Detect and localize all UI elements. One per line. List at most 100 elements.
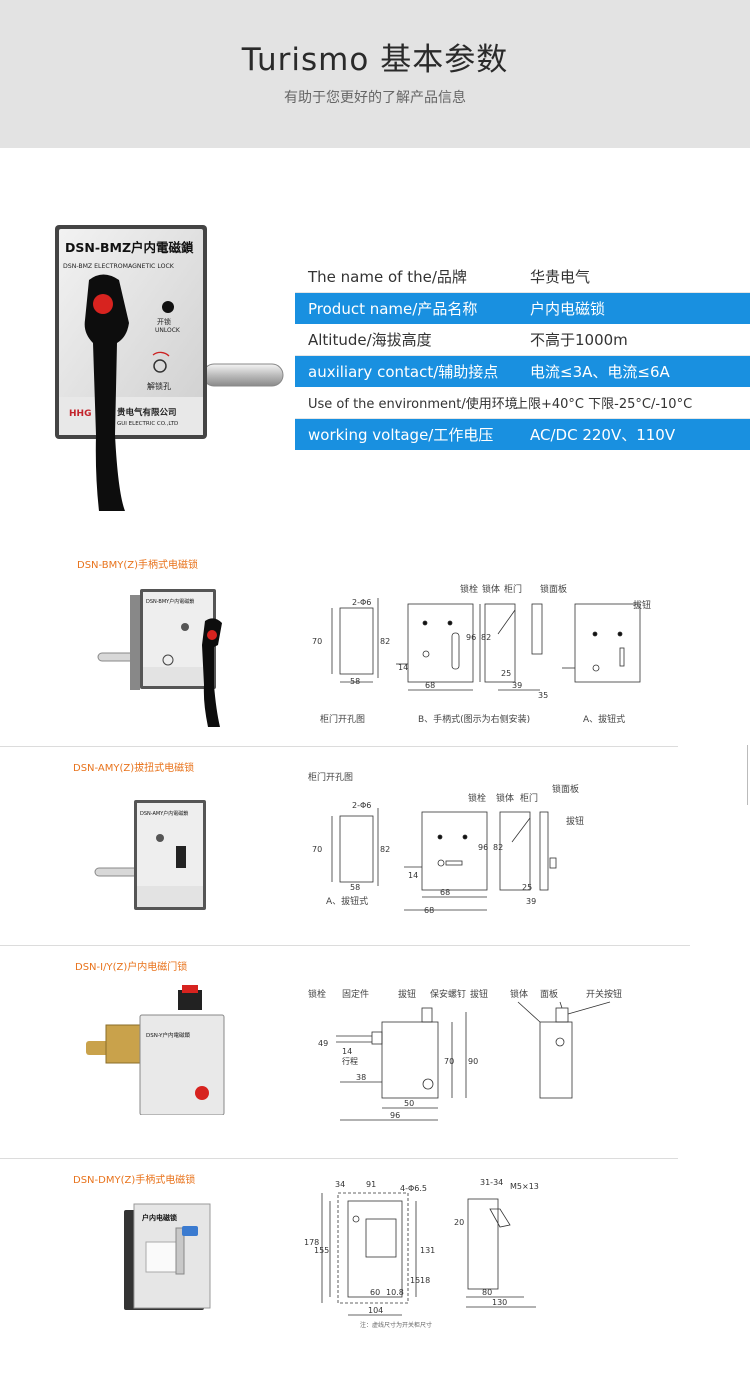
dmy-dim-20: 20 — [454, 1218, 464, 1227]
bmy-dim-holes: 2-Φ6 — [352, 598, 371, 607]
dmy-dim-31-34: 31-34 — [480, 1178, 503, 1187]
dmy-dim-91: 91 — [366, 1180, 376, 1189]
iy-dim-96: 96 — [390, 1111, 400, 1120]
bmy-part-pullbutton: 拔钮 — [633, 599, 651, 611]
bmy-device-photo: DSN-BMY户内電磁鎖 — [97, 589, 222, 727]
iy-dim-38: 38 — [356, 1073, 366, 1082]
amy-caption-pull: A、拔钮式 — [326, 895, 368, 907]
bmy-dim-68: 68 — [425, 681, 435, 690]
iy-part-body: 锁体 — [510, 988, 528, 1000]
spec-row-working-voltage: working voltage/工作电压 AC/DC 220V、110V — [295, 418, 750, 450]
bmy-part-body: 锁体 — [482, 583, 500, 595]
bmy-dim-82b: 82 — [481, 633, 491, 642]
page-title: Turismo 基本参数 — [241, 42, 509, 78]
spec-key: Altitude/海拔高度 — [308, 330, 432, 349]
spec-row-environment: Use of the environment/使用环境 上限+40°C 下限-2… — [295, 387, 750, 419]
amy-device-photo: DSN-AMY户内電磁鎖 — [94, 800, 206, 910]
page-header: Turismo 基本参数 有助于您更好的了解产品信息 — [0, 0, 750, 148]
iy-red-button[interactable] — [195, 1086, 209, 1100]
spec-value: 华贵电气 — [530, 267, 591, 286]
dmy-dim-178: 178 — [304, 1238, 319, 1247]
device-title: DSN-BMZ户内電磁鎖 — [65, 240, 194, 255]
maker-name-cn: 贵电气有限公司 — [117, 407, 177, 418]
spec-table: The name of the/品牌 华贵电气 Product name/产品名… — [295, 261, 750, 450]
dmy-dim-15: 15 — [410, 1276, 420, 1285]
iy-dim-70: 70 — [444, 1057, 454, 1066]
section-label-dmy: DSN-DMY(Z)手柄式电磁锁 — [73, 1175, 196, 1186]
iy-part-screw: 保安螺钉 — [430, 988, 466, 1000]
amy-part-door: 柜门 — [520, 792, 538, 804]
iy-dim-49: 49 — [318, 1039, 328, 1048]
iy-device-photo: DSN-Y户内電磁鎖 — [86, 985, 225, 1115]
dmy-dim-18: 18 — [420, 1276, 430, 1285]
dmy-dim-155: 155 — [314, 1246, 329, 1255]
unlock-indicator — [162, 301, 174, 313]
amy-dim-70: 70 — [312, 845, 322, 854]
iy-part-bolt: 锁栓 — [308, 988, 326, 1000]
handle-red-button[interactable] — [93, 294, 113, 314]
dmy-dim-80: 80 — [482, 1288, 492, 1297]
bmy-dim-39: 39 — [512, 681, 522, 690]
spec-row-auxiliary-contact: auxiliary contact/辅助接点 电流≤3A、电流≤6A — [295, 355, 750, 387]
spec-key: working voltage/工作电压 — [308, 425, 494, 444]
brand-logo: HHG — [69, 409, 91, 419]
release-hole-icon — [153, 359, 167, 373]
spec-row-brand: The name of the/品牌 华贵电气 — [295, 261, 750, 293]
amy-part-pullbutton: 拔钮 — [566, 815, 584, 827]
dmy-dim-104: 104 — [368, 1306, 383, 1315]
amy-dim-82b: 82 — [493, 843, 503, 852]
iy-part-switch: 开关按钮 — [586, 988, 622, 1000]
iy-part-pullbutton: 拔钮 — [398, 988, 416, 1000]
amy-dim-96: 96 — [478, 843, 488, 852]
bmy-caption-handle: B、手柄式(图示为右侧安装) — [418, 713, 530, 725]
iy-dim-stroke: 行程 — [342, 1056, 358, 1066]
amy-dim-68: 68 — [440, 888, 450, 897]
spec-value: 户内电磁锁 — [530, 299, 606, 318]
iy-dim-90: 90 — [468, 1057, 478, 1066]
bmy-handle[interactable] — [202, 618, 222, 727]
iy-device-title: DSN-Y户内電磁鎖 — [146, 1031, 191, 1039]
iy-part-fixing: 固定件 — [342, 988, 369, 1000]
iy-dim-14: 14 — [342, 1047, 352, 1056]
section-divider — [0, 746, 678, 747]
bmy-part-door: 柜门 — [504, 583, 522, 595]
spec-key: Use of the environment/使用环境 — [308, 396, 518, 412]
amy-dim-holes: 2-Φ6 — [352, 801, 371, 810]
spec-value: 不高于1000m — [530, 330, 628, 349]
amy-device-title: DSN-AMY户内電磁鎖 — [140, 810, 188, 817]
spec-key: auxiliary contact/辅助接点 — [308, 362, 499, 381]
spec-value: 电流≤3A、电流≤6A — [530, 362, 670, 381]
amy-part-bolt: 锁栓 — [468, 792, 486, 804]
iy-dim-50: 50 — [404, 1099, 414, 1108]
unlock-label-cn: 开锁 — [157, 317, 171, 326]
section-divider — [0, 945, 690, 946]
dmy-dim-holes: 4-Φ6.5 — [400, 1184, 427, 1193]
iy-part-pullbutton-2: 拔钮 — [470, 988, 488, 1000]
unlock-label-en: UNLOCK — [155, 327, 181, 334]
dmy-dim-m5: M5×13 — [510, 1182, 539, 1191]
product-photo: DSN-BMZ户内電磁鎖 DSN-BMZ ELECTROMAGNETIC LOC… — [55, 225, 284, 512]
bmy-dim-14: 14 — [398, 663, 408, 672]
dmy-device-title: 户内电磁锁 — [142, 1213, 177, 1222]
amy-dim-68b: 68 — [424, 906, 434, 915]
bmy-part-panel: 锁面板 — [540, 583, 567, 595]
bmy-dim-82: 82 — [380, 637, 390, 646]
spec-key: The name of the/品牌 — [308, 267, 467, 286]
bmy-caption-hole: 柜门开孔图 — [320, 713, 365, 725]
section-label-iy: DSN-Ⅰ/Y(Z)户内电磁门锁 — [75, 962, 188, 973]
section-divider — [0, 1158, 678, 1159]
amy-drawing: 柜门开孔图 2-Φ6 70 82 58 96 82 14 68 25 39 68… — [308, 772, 584, 915]
page-subtitle: 有助于您更好的了解产品信息 — [284, 90, 466, 106]
spec-key: Product name/产品名称 — [308, 299, 478, 318]
iy-drawing: 锁栓 固定件 拔钮 保安螺钉 拔钮 锁体 面板 开关按钮 49 14 行程 38… — [308, 988, 622, 1121]
dmy-dim-108: 10.8 — [386, 1288, 404, 1297]
edge-line — [747, 745, 748, 805]
amy-part-body: 锁体 — [496, 792, 514, 804]
bmy-dim-58: 58 — [350, 677, 360, 686]
black-handle[interactable] — [84, 274, 129, 512]
bmy-drawing: 2-Φ6 70 82 58 96 82 14 68 25 39 35 锁栓 锁体… — [312, 583, 651, 725]
bmy-dim-96: 96 — [466, 633, 476, 642]
dmy-dim-34: 34 — [335, 1180, 345, 1189]
amy-dim-14: 14 — [408, 871, 418, 880]
amy-dim-82: 82 — [380, 845, 390, 854]
